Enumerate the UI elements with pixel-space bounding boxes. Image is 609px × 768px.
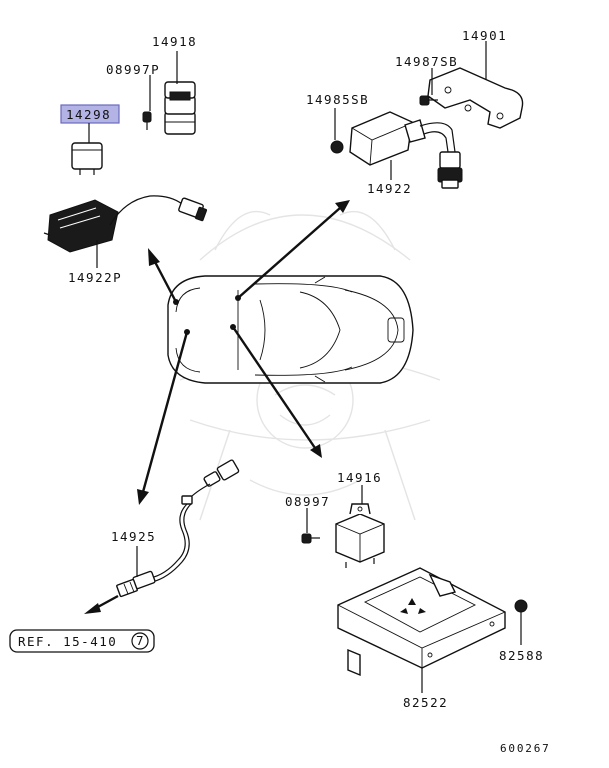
part-14298-relay[interactable]: [71, 142, 103, 175]
reference-callout[interactable]: REF. 15-410 7: [9, 629, 155, 653]
label-14298-box[interactable]: 14298: [60, 104, 120, 124]
reference-circle-number: 7: [136, 633, 144, 648]
label-14916: 14916: [337, 470, 382, 485]
part-14918-relay[interactable]: [164, 81, 196, 135]
part-82588-bolt[interactable]: [514, 599, 528, 624]
label-82588: 82588: [499, 648, 544, 663]
label-08997p: 08997P: [106, 62, 160, 77]
label-82522: 82522: [403, 695, 448, 710]
label-08997: 08997: [285, 494, 330, 509]
label-14987sb: 14987SB: [395, 54, 458, 69]
car-outline: [167, 275, 414, 384]
label-14918: 14918: [152, 34, 197, 49]
label-14925: 14925: [111, 529, 156, 544]
callout-arrows: [137, 200, 350, 505]
part-14985sb-bolt[interactable]: [330, 140, 344, 154]
part-14901-bracket[interactable]: [427, 67, 524, 129]
diagram-id: 600267: [500, 742, 551, 755]
label-14298: 14298: [66, 107, 111, 122]
label-14922: 14922: [367, 181, 412, 196]
part-14922p-module[interactable]: [43, 195, 208, 253]
reference-text: REF. 15-410: [18, 634, 117, 649]
part-14922-solenoid[interactable]: [349, 111, 463, 189]
label-14901: 14901: [462, 28, 507, 43]
label-14985sb: 14985SB: [306, 92, 369, 107]
part-14916-relay[interactable]: [335, 503, 385, 568]
part-08997-screw[interactable]: [301, 533, 320, 544]
part-14925-oxygen-sensor[interactable]: [84, 459, 240, 614]
part-82522-ecu[interactable]: [337, 567, 506, 677]
part-14987sb-bolt[interactable]: [419, 95, 438, 106]
part-08997p-screw[interactable]: [142, 111, 152, 130]
label-14922p: 14922P: [68, 270, 122, 285]
